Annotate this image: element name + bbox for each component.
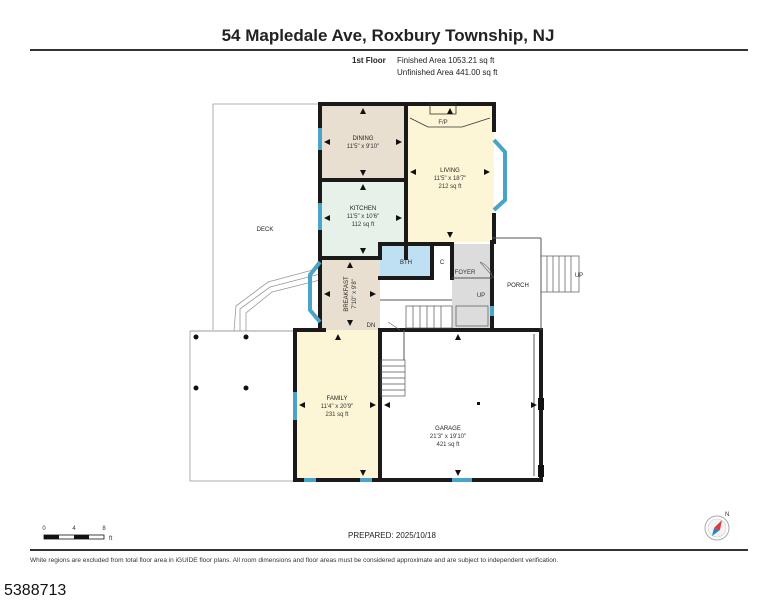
garage-area: 421 sq ft — [436, 442, 459, 448]
breakfast-dims: 7'10" x 9'8" — [352, 279, 358, 309]
footer-rule — [30, 549, 748, 551]
kitchen-dims: 11'5" x 10'6" — [347, 214, 379, 220]
dimension-arrows — [299, 108, 537, 476]
closet-label: C — [440, 260, 445, 266]
foyer-label: FOYER — [455, 270, 476, 276]
scale-tick-8: 8 — [102, 526, 106, 532]
dining-label: DINING — [353, 136, 374, 142]
foyer-room — [452, 244, 492, 330]
dining-room — [320, 104, 406, 180]
up-stairs-label: UP — [477, 293, 485, 299]
family-dims: 11'4" x 20'9" — [321, 404, 353, 410]
bath-label: BTH — [400, 260, 412, 266]
living-area: 212 sq ft — [438, 184, 461, 190]
kitchen-label: KITCHEN — [350, 206, 376, 212]
deck-posts — [193, 334, 249, 391]
listing-id: 5388713 — [4, 582, 67, 599]
scale-bar — [43, 534, 105, 540]
down-stairs-label: DN — [367, 323, 376, 329]
page-title: 54 Mapledale Ave, Roxbury Township, NJ — [221, 26, 555, 45]
garage-dims: 21'3" x 19'10" — [430, 434, 466, 440]
disclaimer: White regions are excluded from total fl… — [30, 557, 559, 564]
header-rule — [30, 49, 748, 51]
kitchen-area: 112 sq ft — [352, 222, 375, 228]
garage-marker — [477, 402, 480, 405]
living-label: LIVING — [440, 168, 460, 174]
porch-stairs — [540, 255, 580, 293]
scale-unit: ft — [109, 536, 113, 542]
stairs-up — [405, 305, 489, 329]
breakfast-label: BREAKFAST — [344, 276, 350, 312]
porch-up-label: UP — [575, 273, 583, 279]
family-area: 231 sq ft — [325, 412, 348, 418]
unfinished-area: Unfinished Area 441.00 sq ft — [397, 68, 498, 77]
porch-label: PORCH — [507, 283, 529, 289]
family-label: FAMILY — [327, 396, 348, 402]
finished-area: Finished Area 1053.21 sq ft — [397, 56, 495, 65]
dining-dims: 11'5" x 9'10" — [347, 144, 379, 150]
stairs-down — [380, 359, 406, 397]
family-room — [295, 330, 380, 480]
compass-north-label: N — [725, 512, 729, 518]
garage-label: GARAGE — [435, 426, 461, 432]
deck-label: DECK — [257, 227, 274, 233]
windows — [293, 128, 507, 482]
scale-tick-4: 4 — [72, 526, 76, 532]
fireplace — [409, 103, 491, 128]
prepared-date: PREPARED: 2025/10/18 — [348, 531, 436, 540]
scale-tick-0: 0 — [42, 526, 46, 532]
floor-label: 1st Floor — [352, 56, 386, 65]
living-dims: 11'5" x 18'7" — [434, 176, 466, 182]
door-swings — [387, 261, 495, 331]
garage-door-marks — [538, 398, 544, 477]
fireplace-label: F/P — [438, 120, 447, 126]
compass-icon — [704, 515, 730, 541]
